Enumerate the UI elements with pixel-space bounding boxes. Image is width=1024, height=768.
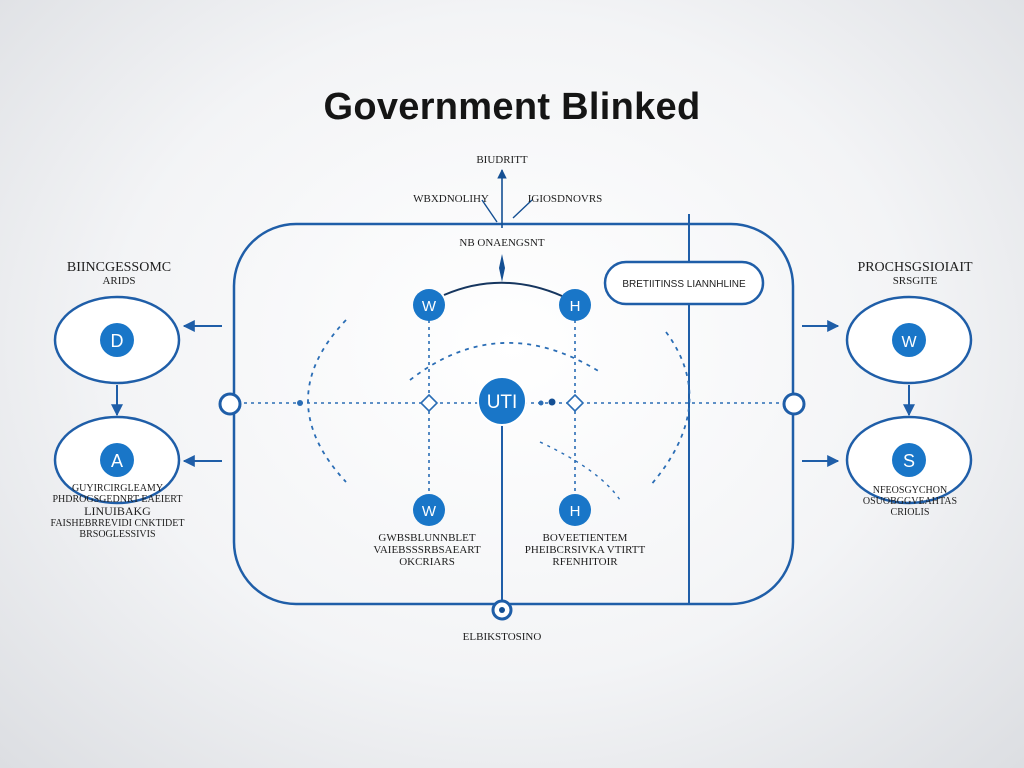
right-node-bottom-letter: S [903, 451, 915, 471]
left-node-bottom-letter: A [111, 451, 123, 471]
bottom-right-caption-line-3: RFENHITOIR [552, 556, 618, 568]
small-dot-a [538, 400, 544, 406]
left-dash-arc [307, 319, 347, 483]
bottom-frame-connector-dot [499, 607, 505, 613]
right-node-bottom-badge [892, 443, 926, 477]
bottom-label: ELBIKSTOSINO [462, 631, 542, 643]
left-caption-line-2: PHDROGSGEDNRT EAEIERT [52, 494, 183, 505]
inner-node-top-right [559, 289, 591, 321]
right-diamond [565, 393, 585, 413]
left-group-title: BIINCGESSOMC [66, 260, 172, 275]
bottom-left-caption: GWBSBLUNNBLET VAIEBSSSRBSAEART OKCRIARS [362, 532, 492, 568]
hub-node [477, 376, 527, 426]
hub-label: UTI [487, 392, 518, 413]
inner-node-bottom-right [559, 494, 591, 526]
inner-node-top-right-label: H [570, 298, 581, 315]
center-top-label: NB ONAENGSNT [459, 237, 545, 249]
top-label: BIUDRITT [476, 154, 528, 166]
bottom-right-caption-line-2: PHEIBCRSIVKA VTIRTT [524, 544, 646, 556]
center-dash-arc [409, 341, 601, 381]
inner-node-top-left-label: W [422, 298, 437, 315]
bottom-right-caption-line-1: BOVEETIENTEM [542, 532, 628, 544]
left-caption-line-4: FAISHEBRREVIDI CNKTIDET [50, 518, 185, 529]
inner-node-top-left [413, 289, 445, 321]
center-lower-dash-arc [539, 441, 621, 501]
pill-label: BRETIITINSS LIANNHLINE [622, 279, 746, 290]
center-spike [499, 254, 505, 282]
right-caption-line-1: NFEOSGYCHON [872, 485, 948, 496]
top-left-connector [481, 199, 498, 223]
left-diamond [419, 393, 439, 413]
left-node-top-letter: D [111, 331, 124, 351]
page-title: Government Blinked [323, 86, 701, 128]
inner-node-bottom-left-label: W [422, 503, 437, 520]
left-group-caption: GUYIRCIRGLEAMY PHDROGSGEDNRT EAEIERT LIN… [40, 483, 195, 540]
bottom-left-caption-line-1: GWBSBLUNNBLET [378, 532, 476, 544]
right-node-top-badge [892, 323, 926, 357]
inner-node-bottom-left [413, 494, 445, 526]
bottom-left-caption-line-2: VAIEBSSSRBSAEART [373, 544, 481, 556]
right-dash-arc [649, 331, 691, 487]
left-frame-connector [218, 392, 242, 416]
small-dot-left [297, 400, 303, 406]
right-node-top-letter: W [901, 334, 917, 351]
left-caption-line-3: LINUIBAKG [84, 504, 151, 518]
top-arc [443, 281, 563, 297]
right-group-title: PROCHSGSIOIAIT [857, 260, 973, 275]
left-group-subtitle: ARIDS [102, 275, 136, 287]
pill-outline [603, 260, 765, 306]
left-caption-line-1: GUYIRCIRGLEAMY [71, 483, 164, 494]
inner-node-bottom-right-label: H [570, 503, 581, 520]
right-caption-line-2: OSUOBGGVEAHTAS [862, 496, 958, 507]
small-dot-b [548, 398, 556, 406]
right-group-caption: NFEOSGYCHON OSUOBGGVEAHTAS CRIOLIS [845, 485, 975, 518]
top-right-label: IGIOSDNOVRS [527, 193, 603, 205]
top-left-label: WBXDNOLIHY [413, 193, 489, 205]
left-node-bottom-badge [100, 443, 134, 477]
right-caption-line-3: CRIOLIS [890, 507, 930, 518]
left-caption-line-5: BRSOGLESSIVIS [79, 529, 156, 540]
top-right-connector [512, 199, 533, 219]
left-node-top-badge [100, 323, 134, 357]
bottom-right-caption: BOVEETIENTEM PHEIBCRSIVKA VTIRTT RFENHIT… [520, 532, 650, 568]
right-frame-connector [782, 392, 806, 416]
bottom-left-caption-line-3: OKCRIARS [399, 556, 455, 568]
right-group-subtitle: SRSGITE [892, 275, 938, 287]
